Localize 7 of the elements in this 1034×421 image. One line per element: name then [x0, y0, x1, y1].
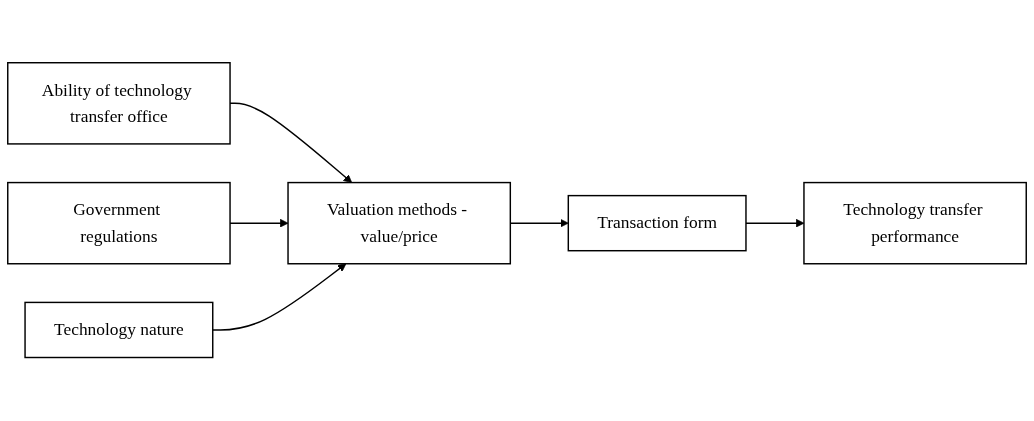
node-box: Government regulations	[7, 182, 231, 265]
node-box: Valuation methods - value/price	[287, 182, 512, 265]
node-box: Transaction form	[567, 195, 747, 252]
node-box: Technology nature	[24, 302, 214, 359]
node-box: Technology transfer performance	[803, 182, 1027, 265]
arrow	[212, 263, 347, 332]
node-box: Ability of technology transfer office	[7, 62, 231, 145]
